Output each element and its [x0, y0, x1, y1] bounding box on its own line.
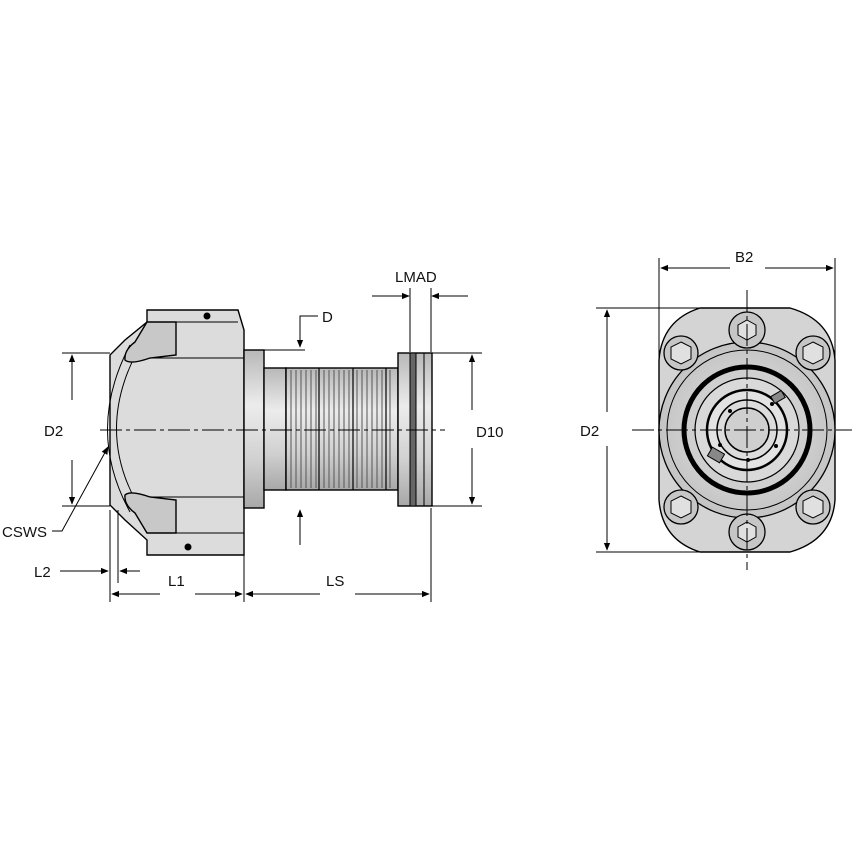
collar [243, 349, 265, 509]
screw-hole-bottom [184, 543, 192, 551]
label-b2: B2 [735, 249, 753, 266]
label-l2: L2 [34, 564, 51, 581]
clamp-claw-bottom [124, 492, 177, 534]
label-ls: LS [326, 573, 344, 590]
label-d: D [322, 309, 333, 326]
bolt-bottom-left [663, 489, 699, 525]
clamp-claw-top [124, 321, 177, 363]
head-body [109, 309, 245, 556]
label-l1: L1 [168, 573, 185, 590]
label-d2-right: D2 [580, 423, 599, 440]
front-view [632, 290, 852, 570]
bolt-top-right [795, 335, 831, 371]
screw-hole-top [203, 312, 211, 320]
head-curved-face [116, 349, 139, 506]
side-view [100, 309, 445, 556]
bolt-top-left [663, 335, 699, 371]
label-csws: CSWS [2, 524, 47, 541]
threaded-shank [285, 367, 399, 491]
bolt-bottom-right [795, 489, 831, 525]
label-d10: D10 [476, 424, 504, 441]
dimensions: LMAD D D2 D10 CSWS L2 L1 L [2, 249, 836, 602]
label-d2-left: D2 [44, 423, 63, 440]
label-lmad: LMAD [395, 269, 437, 286]
